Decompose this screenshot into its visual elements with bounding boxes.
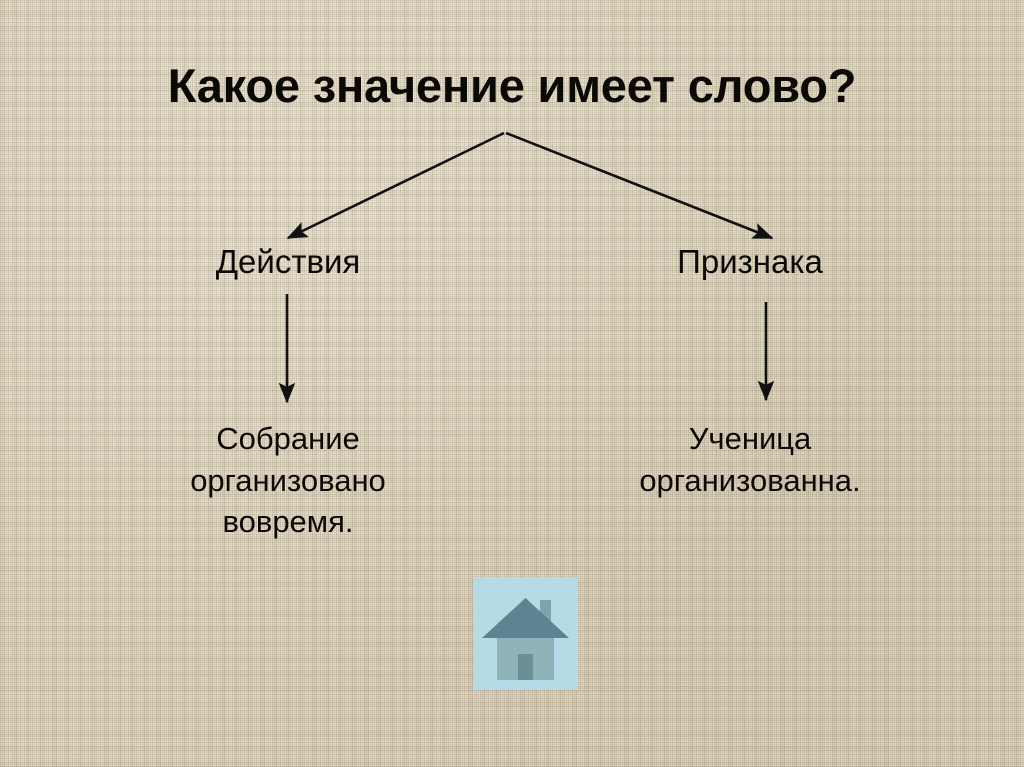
house-icon xyxy=(473,578,578,690)
arrow-fork-left xyxy=(286,131,505,240)
arrow-fork-right xyxy=(505,131,774,240)
branch-label-attribute: Признака xyxy=(677,243,823,280)
example-sentence-attribute: Ученица организованна. xyxy=(639,421,861,498)
house-icon-roof xyxy=(482,598,569,638)
house-icon-chimney xyxy=(540,600,551,626)
page-title: Какое значение имеет слово? xyxy=(167,59,857,112)
example-sentence-action: Собрание организовано вовремя. xyxy=(190,421,386,540)
house-icon-door xyxy=(518,654,533,680)
branch-label-action: Действия xyxy=(215,243,361,280)
